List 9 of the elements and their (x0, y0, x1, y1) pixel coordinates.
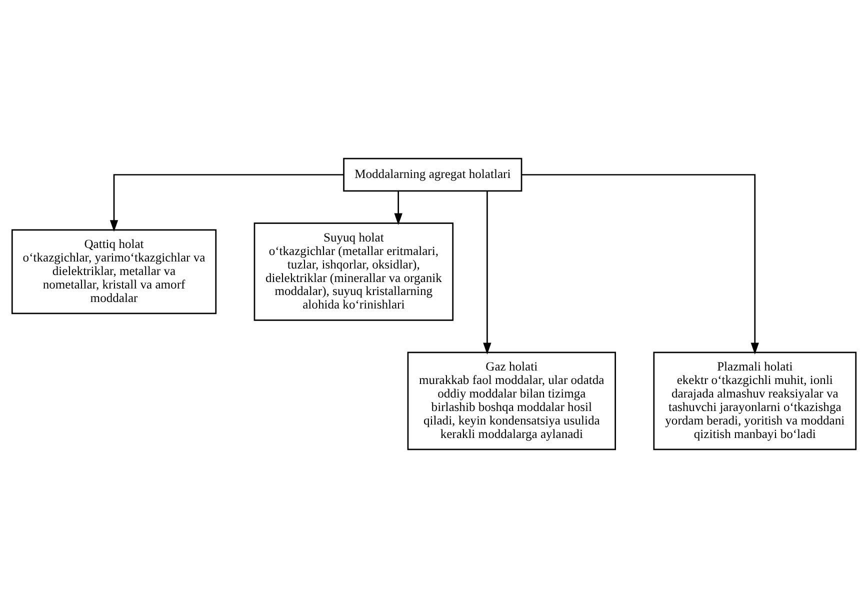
node-box: Gaz holati murakkab faol moddalar, ular odatda oddiy moddalar bilan tizimga birlashib boshqa moddalar hosil qiladi, keyin kondensatsiya usulida kerakli moddalarga aylanadi (407, 352, 616, 450)
node-box: Suyuq holat o‘tkazgichlar (metallar eritmalari, tuzlar, ishqorlar, oksidlar), dielektriklar (minerallar va organik moddalar), suyuq kristallarning alohida ko‘rinishlari (254, 222, 454, 321)
node-box: Moddalarning agregat holatlari (343, 158, 522, 192)
arrow (394, 191, 402, 225)
arrow (483, 191, 492, 354)
arrow (522, 174, 759, 354)
node-box: Qattiq holat o‘tkazgichlar, yarimo‘tkazgichlar va dielektriklar, metallar va nometallar, kristall va amorf moddalar (11, 229, 217, 314)
arrow (110, 174, 344, 232)
node-box: Plazmali holati ekektr o‘tkazgichli muhit, ionli darajada almashuv reaksiyalar va tashuvchi jarayonlarni o‘tkazishga yordam beradi, yoritish va moddani qizitish manbayi bo‘ladi (653, 352, 857, 450)
